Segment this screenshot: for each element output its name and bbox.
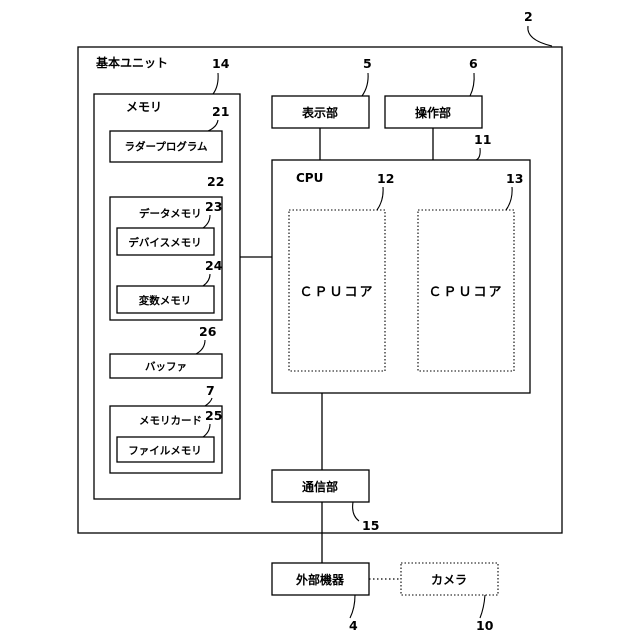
buffer-label: バッファ (145, 361, 187, 373)
operation-label: 操作部 (415, 105, 451, 120)
base-unit-ref: 2 (524, 9, 533, 24)
ladder-program-label: ラダープログラム (124, 140, 208, 153)
buffer-ref: 26 (199, 324, 217, 339)
base-unit-leader (528, 26, 552, 46)
memory-card-label: メモリカード (139, 415, 202, 427)
camera-leader (480, 595, 485, 618)
memory-label: メモリ (126, 100, 162, 114)
cpu-ref: 11 (474, 132, 491, 147)
display-label: 表示部 (301, 105, 338, 120)
data-memory-label: データメモリ (139, 207, 202, 220)
comm-ref: 15 (362, 518, 379, 533)
external-device-ref: 4 (349, 618, 358, 633)
memory-ref: 14 (212, 56, 230, 71)
camera-ref: 10 (476, 618, 494, 633)
file-memory-ref: 25 (205, 408, 222, 423)
display-ref: 5 (363, 56, 372, 71)
base-unit-label: 基本ユニット (95, 55, 168, 70)
cpu-label: CPU (296, 171, 323, 185)
variable-memory-ref: 24 (205, 258, 223, 273)
cpu-core-2-label: ＣＰＵコア (428, 285, 503, 300)
memory-card-ref: 7 (206, 383, 215, 398)
ladder-program-ref: 21 (212, 104, 229, 119)
data-memory-ref: 22 (207, 174, 224, 189)
cpu-core-1-ref: 12 (377, 171, 394, 186)
file-memory-label: ファイルメモリ (128, 445, 202, 457)
operation-ref: 6 (469, 56, 478, 71)
comm-label: 通信部 (302, 479, 338, 494)
device-memory-ref: 23 (205, 199, 222, 214)
external-device-label: 外部機器 (296, 572, 345, 587)
external-device-leader (350, 595, 355, 618)
cpu-core-1-label: ＣＰＵコア (299, 285, 374, 300)
cpu-core-2-ref: 13 (506, 171, 523, 186)
device-memory-label: デバイスメモリ (128, 236, 201, 249)
camera-label: カメラ (431, 573, 467, 587)
variable-memory-label: 変数メモリ (139, 294, 192, 307)
